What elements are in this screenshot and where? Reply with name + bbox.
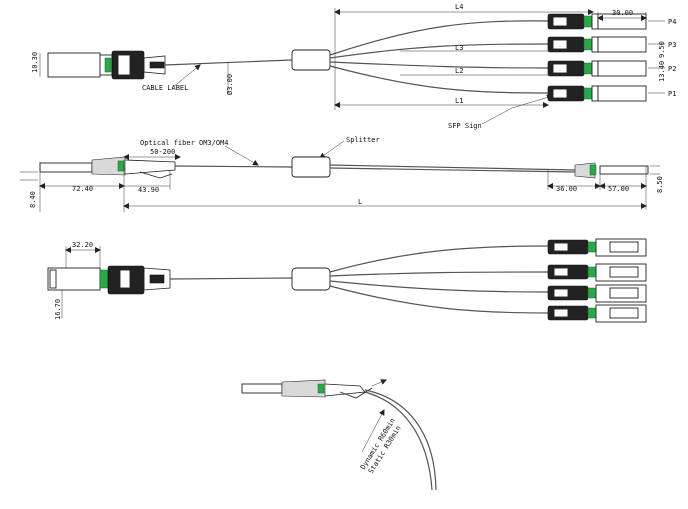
- sfp-connectors-top: [547, 13, 647, 102]
- dim-l2: L2: [455, 67, 463, 75]
- cable-label-text: CABLE LABEL: [142, 84, 188, 92]
- fiber-p2: [329, 61, 549, 69]
- dim-l4: L4: [455, 3, 463, 11]
- dim-16-70: 16.70: [54, 299, 62, 320]
- dim-30: 30.00: [612, 9, 633, 17]
- dim-9-50: 9.50: [658, 41, 666, 58]
- splitter-side: [291, 156, 331, 178]
- qsfp-connector-top: [47, 50, 166, 80]
- dim-36: 36.00: [556, 185, 577, 193]
- dim-dia-3: Ø3.00: [226, 74, 234, 95]
- dim-8-40: 8.40: [29, 191, 37, 208]
- side-cable-right-b: [329, 167, 576, 173]
- dim-32-20: 32.20: [72, 241, 93, 249]
- splitter-iso: [291, 267, 331, 291]
- optical-fiber-text: Optical fiber OM3/OM4: [140, 139, 229, 147]
- sfp-connector-side: [574, 162, 649, 179]
- dim-57: 57.00: [608, 185, 629, 193]
- qsfp-connector-iso: [47, 265, 171, 295]
- iso-trunk-cable: [169, 277, 293, 280]
- bend-qsfp-body: [241, 383, 283, 394]
- iso-fiber-1: [329, 245, 549, 273]
- range-text: 50-200: [150, 148, 175, 156]
- splitter-text: Splitter: [346, 136, 380, 144]
- dim-8-50: 8.50: [656, 176, 664, 193]
- trunk-cable: [164, 59, 293, 66]
- bend-radius-view: Dynamic R60min Static R30min: [241, 379, 437, 491]
- iso-fiber-4: [329, 285, 549, 314]
- top-view: 10.30 CABLE LABEL Ø3.00: [31, 3, 676, 130]
- bend-qsfp-head: [281, 379, 326, 398]
- dim-13-40: 13.40: [658, 61, 666, 82]
- port-label-p4: P4: [668, 18, 676, 26]
- splitter-top: [291, 49, 331, 71]
- bend-pull-tab: [339, 387, 373, 399]
- dim-l: L: [358, 198, 362, 206]
- fiber-p4: [329, 20, 549, 56]
- port-label-p1: P1: [668, 90, 676, 98]
- bend-green-latch: [317, 383, 325, 394]
- bend-fiber-outer: [364, 389, 437, 491]
- sfp-sign-text: SFP Sign: [448, 122, 482, 130]
- iso-view: 32.20 16.70: [47, 238, 647, 323]
- fiber-p1: [329, 65, 549, 94]
- iso-fiber-2: [329, 271, 549, 277]
- port-label-p2: P2: [668, 65, 676, 73]
- iso-fiber-3: [329, 280, 549, 293]
- side-cable-right-a: [329, 164, 576, 171]
- dim-72-40: 72.40: [72, 185, 93, 193]
- qsfp-connector-side: [39, 156, 176, 179]
- bend-fiber-inner: [364, 391, 433, 491]
- port-label-p3: P3: [668, 41, 676, 49]
- dim-43-90: 43.90: [138, 186, 159, 194]
- side-view: Optical fiber OM3/OM4 Splitter 50-200 72…: [20, 136, 664, 212]
- dim-10-30: 10.30: [31, 52, 39, 73]
- fiber-p3: [329, 43, 549, 59]
- side-cable-left: [174, 165, 293, 168]
- dim-l3: L3: [455, 44, 463, 52]
- sfp-connectors-iso: [547, 238, 647, 323]
- dim-l1: L1: [455, 97, 463, 105]
